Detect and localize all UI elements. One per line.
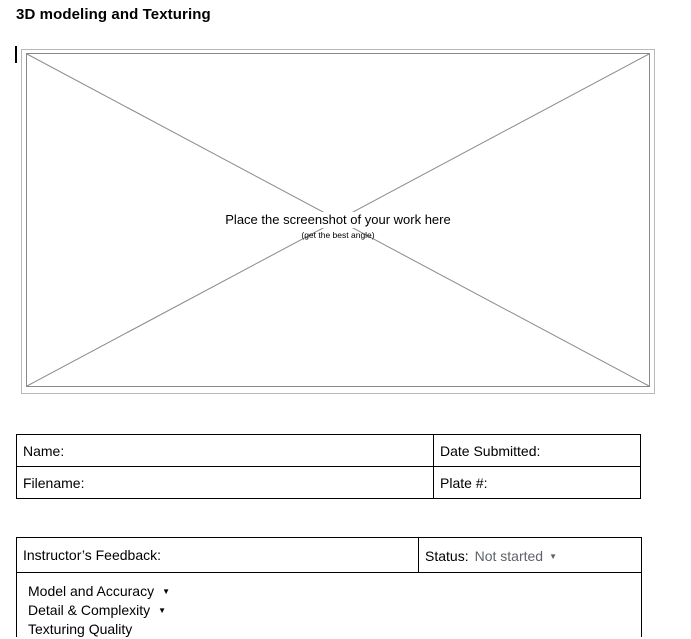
name-cell[interactable]: Name: (16, 434, 434, 467)
criteria-dropdown-detail-complexity[interactable]: Detail & Complexity ▼ (28, 601, 170, 620)
feedback-divider (418, 538, 419, 572)
criteria-label: Texturing Quality (28, 621, 133, 637)
chevron-down-icon: ▼ (158, 606, 167, 615)
feedback-header-row: Instructor’s Feedback: Status: Not starte… (17, 538, 641, 573)
chevron-down-icon: ▼ (162, 587, 170, 596)
placeholder-caption: Place the screenshot of your work here (… (27, 211, 649, 240)
filename-label: Filename: (23, 474, 85, 491)
status-label: Status: (425, 548, 469, 564)
placeholder-main-text: Place the screenshot of your work here (221, 212, 455, 228)
criteria-list: Model and Accuracy▼ Detail & Complexity▼… (28, 582, 170, 639)
status-dropdown[interactable]: Not started ▼ (475, 548, 557, 564)
date-submitted-cell[interactable]: Date Submitted: (433, 434, 641, 467)
instructor-feedback-table: Instructor’s Feedback: Status: Not starte… (16, 537, 642, 637)
filename-cell[interactable]: Filename: (16, 466, 434, 499)
status-value: Not started (474, 548, 544, 564)
placeholder-sub-text: (get the best angle) (301, 230, 375, 240)
placeholder-inner-box: Place the screenshot of your work here (… (26, 53, 650, 387)
document-title: 3D modeling and Texturing (16, 6, 211, 23)
feedback-title: Instructor’s Feedback: (23, 547, 161, 563)
screenshot-placeholder[interactable]: Place the screenshot of your work here (… (21, 49, 655, 394)
plate-number-cell[interactable]: Plate #: (433, 466, 641, 499)
criteria-dropdown-model-accuracy[interactable]: Model and Accuracy ▼ (28, 582, 170, 601)
plate-number-label: Plate #: (440, 474, 488, 491)
text-cursor (15, 46, 17, 63)
chevron-down-icon: ▼ (549, 552, 557, 561)
table-row: Filename: Plate #: (16, 466, 641, 499)
criteria-label: Detail & Complexity (28, 602, 151, 618)
status-field: Status: Not started ▼ (425, 548, 557, 564)
table-row: Name: Date Submitted: (16, 434, 641, 467)
criteria-dropdown-texturing-quality[interactable]: Texturing Quality (28, 620, 170, 639)
criteria-label: Model and Accuracy (28, 583, 155, 599)
name-label: Name: (23, 442, 65, 459)
date-submitted-label: Date Submitted: (440, 442, 541, 459)
student-info-table: Name: Date Submitted: Filename: Plate #: (16, 434, 641, 499)
